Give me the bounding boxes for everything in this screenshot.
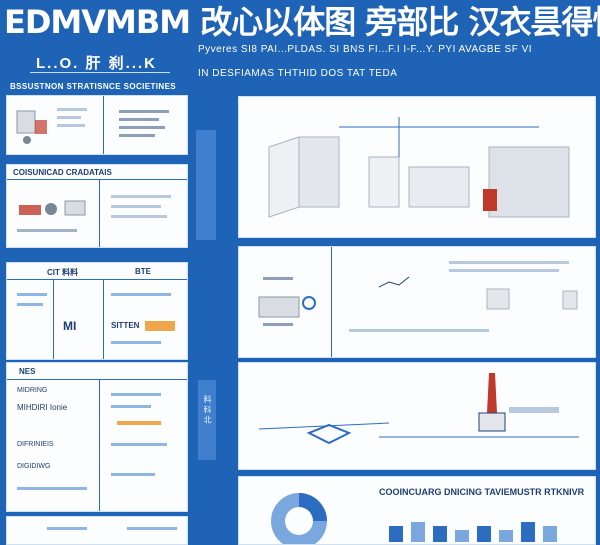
- chart-bar: [433, 526, 447, 542]
- panel-4-label: NES: [19, 367, 36, 376]
- panel-2-label: COISUNICAD CRADATAIS: [13, 168, 112, 177]
- orange-bar: [117, 421, 161, 425]
- left-panel-4: NES MIDRING MIHDIRI Ionie DIFRINIEIS DIG…: [6, 362, 188, 512]
- tagline-line-1: Pyveres SI8 PAI...PLDAS. SI BNS FI...F.I…: [198, 44, 533, 55]
- left-panel-2: COISUNICAD CRADATAIS: [6, 164, 188, 248]
- bar-group: [389, 522, 557, 542]
- left-panel-5: [6, 516, 188, 545]
- right-panel-instruments: [238, 246, 596, 358]
- panel-4-line-4: DIGIDIWG: [17, 463, 51, 470]
- section-label: BSSUSTNON STRATISNCE SOCIETINES: [10, 82, 177, 91]
- page-title: EDMVMBM 改心以体图 旁部比 汉衣昙得性: [4, 3, 600, 41]
- chart-bar: [477, 526, 491, 542]
- chart-bar: [455, 530, 469, 542]
- right-panel-machine: [238, 96, 596, 238]
- subtitle: L..O. 肝 刹...K: [36, 55, 158, 72]
- machine-illustration-1: [16, 108, 169, 144]
- panel-4-line-3: DIFRINIEIS: [17, 441, 54, 448]
- chart-bar: [499, 530, 513, 542]
- chart-bar: [521, 522, 535, 542]
- chart-bar: [389, 526, 403, 542]
- left-panel-3: CIT 料料 BTE MI SITTEN: [6, 262, 188, 360]
- pie-chart: [271, 493, 327, 544]
- subtitle-underline: [30, 72, 170, 73]
- probe-illustration: [258, 373, 579, 445]
- tagline-line-2: IN DESFIAMAS THTHID DOS TAT TEDA: [198, 68, 398, 79]
- machine-illustration-2: [17, 195, 171, 232]
- panel-4-line-1: MIDRING: [17, 387, 48, 394]
- panel-3-small-text: SITTEN: [111, 321, 140, 330]
- panel-3-label: CIT 料料: [47, 268, 79, 277]
- right-panel-probe: [238, 362, 596, 470]
- chart-bar: [411, 522, 425, 542]
- instrument-illustration: [258, 261, 578, 332]
- orange-highlight: [145, 321, 175, 331]
- panel-4-line-2: MIHDIRI Ionie: [17, 403, 68, 412]
- side-strip-bottom: [198, 380, 216, 460]
- factory-illustration: [268, 117, 570, 218]
- right-panel-chart: COOINCUARG DNICING TAVIEMUSTR RTKNIVR: [238, 476, 596, 545]
- chart-title: COOINCUARG DNICING TAVIEMUSTR RTKNIVR: [379, 487, 585, 497]
- panel-3-extra: BTE: [135, 267, 151, 276]
- side-strip-top: [196, 130, 216, 240]
- left-panel-1: [6, 95, 188, 155]
- strip-text: 料 科 北: [203, 395, 212, 424]
- panel-3-big-text: MI: [63, 319, 77, 333]
- chart-bar: [543, 526, 557, 542]
- chart-svg: [271, 493, 557, 544]
